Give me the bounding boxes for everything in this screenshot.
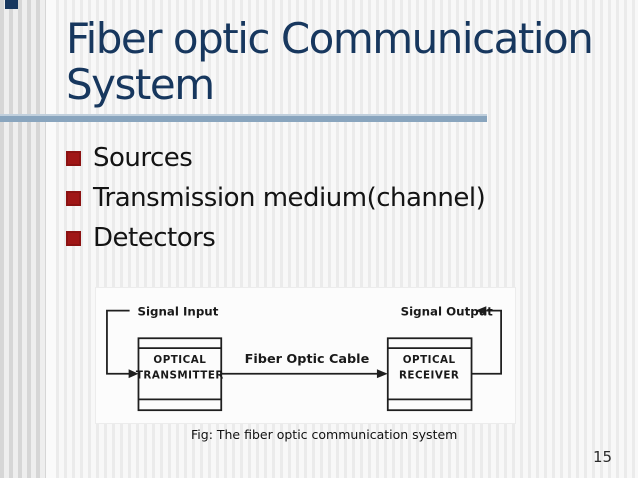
signal-input-connector-line: [106, 309, 130, 375]
bullet-item-sources: Sources: [66, 139, 606, 177]
optical-transmitter-box: [137, 337, 223, 412]
slide-title-line2: System: [66, 60, 215, 109]
arrowhead-toward-signal-output: [475, 306, 487, 316]
title-divider-bar: [0, 114, 487, 122]
arrowhead-into-transmitter: [128, 369, 139, 379]
page-number: 15: [593, 448, 613, 466]
receiver-label-line2: RECEIVER: [399, 370, 459, 382]
bullet-item-detectors: Detectors: [66, 219, 606, 257]
signal-output-label: Signal Output: [401, 305, 494, 319]
bullet-label: Detectors: [93, 223, 216, 253]
bullet-label: Sources: [93, 143, 193, 173]
stripe-band-gap: [46, 0, 56, 478]
fiber-optic-diagram: OPTICAL TRANSMITTER Fiber Optic Cable OP…: [95, 287, 516, 424]
bullet-list: Sources Transmission medium(channel) Det…: [66, 139, 606, 259]
bullet-square-icon: [66, 150, 81, 166]
left-stripe-band: [0, 0, 46, 478]
transmitter-label-line2: TRANSMITTER: [136, 370, 224, 382]
signal-output-connector-line: [471, 309, 502, 375]
slide-title: Fiber optic Communication System: [66, 16, 631, 108]
bullet-item-transmission-medium: Transmission medium(channel): [66, 179, 606, 217]
transmitter-label-line1: OPTICAL: [153, 354, 206, 366]
arrowhead-into-receiver: [376, 369, 388, 379]
bullet-square-icon: [66, 230, 81, 246]
signal-input-label: Signal Input: [137, 305, 218, 319]
receiver-label-line1: OPTICAL: [403, 354, 456, 366]
slide-title-line1: Fiber optic Communication: [66, 14, 594, 63]
figure-caption: Fig: The fiber optic communication syste…: [191, 427, 458, 442]
bullet-square-icon: [66, 190, 81, 206]
diagram-canvas: OPTICAL TRANSMITTER Fiber Optic Cable OP…: [106, 305, 502, 412]
corner-accent-square: [5, 0, 18, 9]
fiber-cable-label: Fiber Optic Cable: [245, 352, 370, 367]
bullet-label: Transmission medium(channel): [93, 183, 486, 213]
